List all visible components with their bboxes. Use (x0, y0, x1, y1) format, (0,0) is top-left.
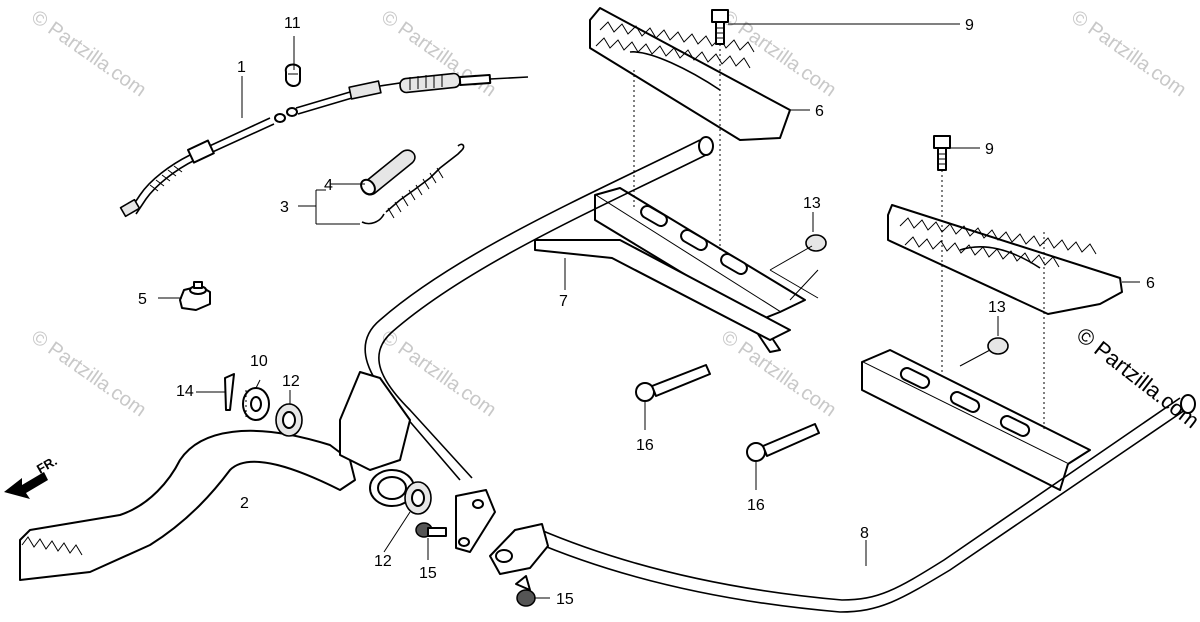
callout-12b: 12 (374, 553, 392, 570)
callout-3: 3 (280, 199, 289, 216)
watermark-4: © Partzilla.com (1067, 6, 1190, 101)
nut-13-lower (987, 337, 1009, 355)
callout-1: 1 (237, 59, 246, 76)
callout-4: 4 (324, 177, 333, 194)
watermark-5: © Partzilla.com (27, 326, 150, 421)
footrest-frame (364, 136, 1196, 613)
bolt-15-lower (515, 575, 536, 607)
callout-2: 2 (240, 495, 249, 512)
callout-6b: 6 (1146, 275, 1155, 292)
spring-cover (360, 149, 416, 196)
callout-6a: 6 (815, 103, 824, 120)
bolt-16-upper (635, 364, 711, 402)
heel-plate (534, 239, 791, 341)
corner-watermark: © Partzilla.com (1072, 322, 1200, 433)
callout-9b: 9 (985, 141, 994, 158)
callout-11: 11 (284, 15, 301, 32)
stopper (179, 281, 211, 311)
callout-5: 5 (138, 291, 147, 308)
bolt-15-upper (415, 522, 447, 538)
callout-14: 14 (176, 383, 194, 400)
callout-10: 10 (250, 353, 268, 370)
footrest-bracket-lower (861, 349, 1091, 491)
washer-10 (242, 387, 270, 421)
front-label: FR. (34, 453, 60, 476)
cable-clip (284, 63, 301, 87)
callout-labels: 1 2 3 4 5 6 6 7 8 9 9 10 11 12 12 13 13 … (138, 15, 1155, 608)
footrest-upper (589, 7, 791, 141)
footrest-lower (887, 204, 1123, 315)
callout-13b: 13 (988, 299, 1006, 316)
callout-9a: 9 (965, 17, 974, 34)
callout-15a: 15 (419, 565, 437, 582)
callout-8: 8 (860, 525, 869, 542)
callout-16b: 16 (747, 497, 765, 514)
callout-16a: 16 (636, 437, 654, 454)
leader-lines (158, 23, 1140, 599)
callout-12a: 12 (282, 373, 300, 390)
bearing-12-upper (275, 403, 303, 437)
brake-pedal (19, 371, 496, 581)
bolt-16-lower (746, 423, 820, 462)
callout-13a: 13 (803, 195, 821, 212)
callout-15b: 15 (556, 591, 574, 608)
bolt-9-lower (933, 135, 951, 171)
watermark-7: © Partzilla.com (717, 326, 840, 421)
footrest-bracket-upper (594, 187, 806, 353)
bearing-12-lower (404, 481, 432, 515)
return-spring (361, 143, 465, 225)
nut-13-upper (805, 234, 827, 252)
brake-cable (119, 72, 529, 218)
callout-7: 7 (559, 293, 568, 310)
cotter-pin-14 (224, 373, 235, 411)
watermark-1: © Partzilla.com (27, 6, 150, 101)
front-arrow-icon: FR. (4, 453, 60, 499)
